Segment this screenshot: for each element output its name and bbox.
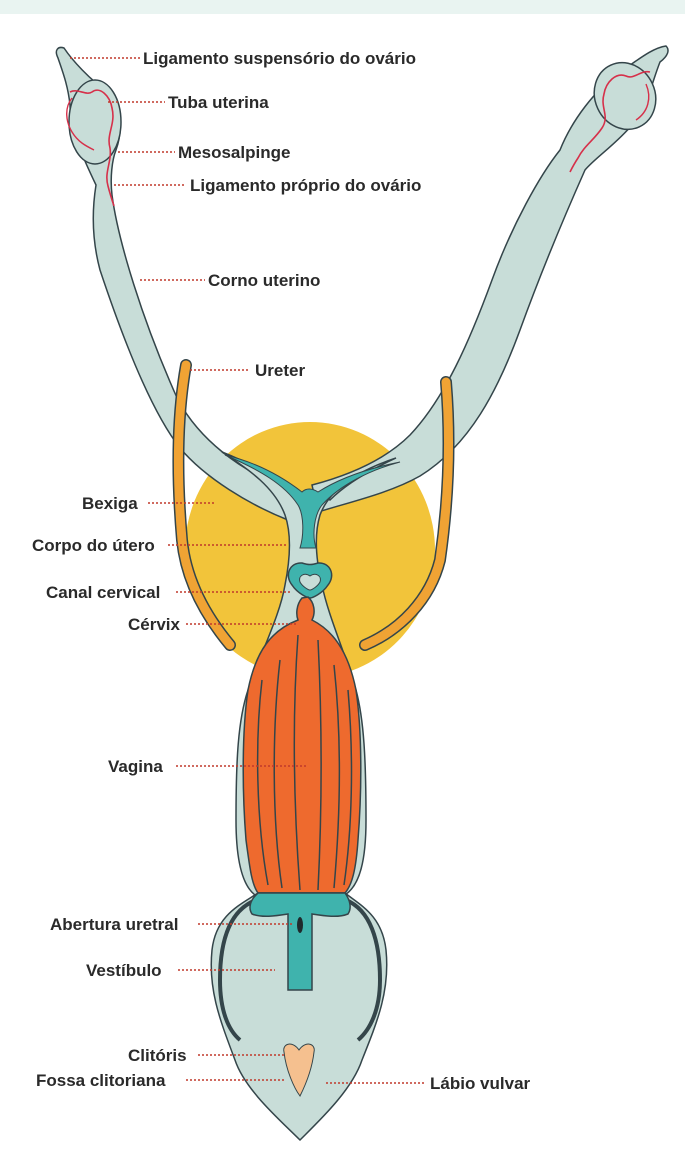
left-ovary bbox=[69, 80, 121, 164]
label-bexiga: Bexiga bbox=[82, 494, 138, 513]
label-ligamento-suspensorio: Ligamento suspensório do ovário bbox=[143, 49, 416, 68]
label-vestibulo: Vestíbulo bbox=[86, 961, 162, 980]
label-ligamento-proprio: Ligamento próprio do ovário bbox=[190, 176, 421, 195]
label-corno-uterino: Corno uterino bbox=[208, 271, 320, 290]
top-bar bbox=[0, 0, 685, 14]
label-clitoris: Clitóris bbox=[128, 1046, 187, 1065]
label-abertura-uretral: Abertura uretral bbox=[50, 915, 178, 934]
label-mesosalpinge: Mesosalpinge bbox=[178, 143, 290, 162]
label-fossa-clitoriana: Fossa clitoriana bbox=[36, 1071, 166, 1090]
label-labio-vulvar: Lábio vulvar bbox=[430, 1074, 531, 1093]
label-vagina: Vagina bbox=[108, 757, 163, 776]
urethral-opening bbox=[297, 917, 303, 933]
label-corpo-utero: Corpo do útero bbox=[32, 536, 155, 555]
label-cervix: Cérvix bbox=[128, 615, 181, 634]
label-canal-cervical: Canal cervical bbox=[46, 583, 160, 602]
label-tuba-uterina: Tuba uterina bbox=[168, 93, 269, 112]
label-ureter: Ureter bbox=[255, 361, 305, 380]
